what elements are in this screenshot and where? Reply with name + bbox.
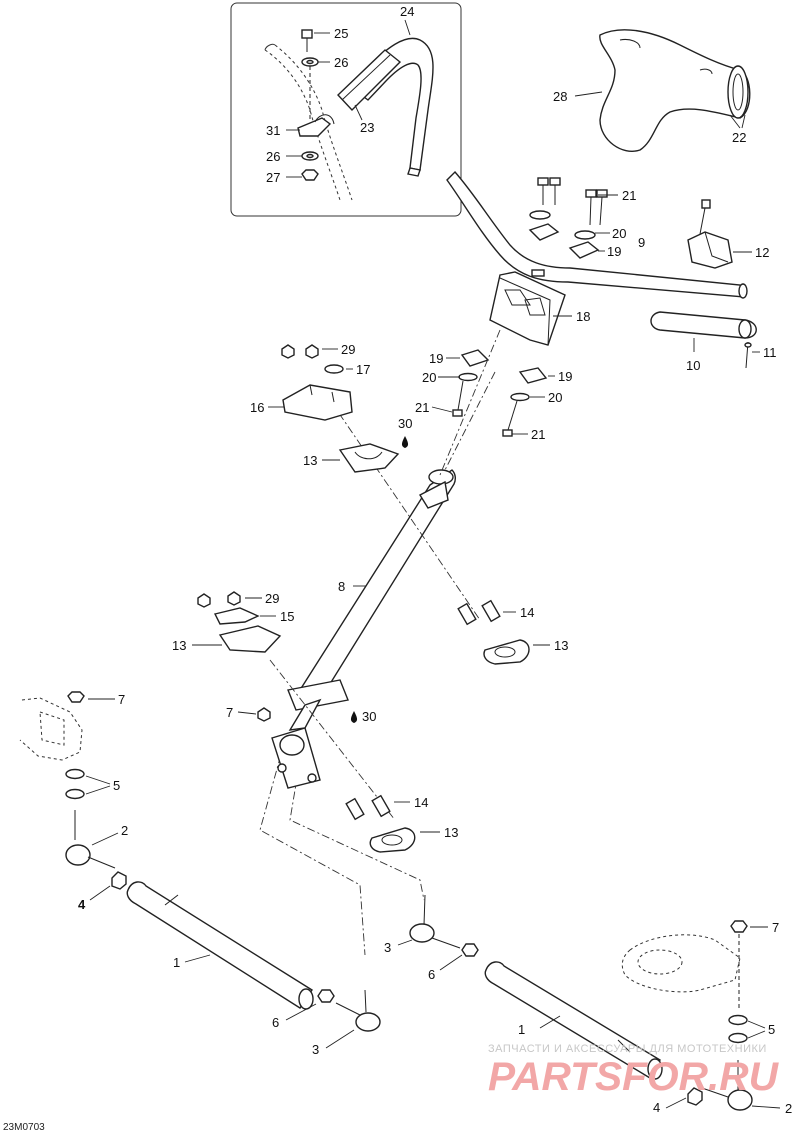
left-tie-rod-stack <box>19 691 127 901</box>
callout-23: 23 <box>360 120 374 135</box>
callout-4-left: 4 <box>78 897 86 912</box>
callout-30-top: 30 <box>398 416 412 431</box>
callout-26-bottom: 26 <box>266 149 280 164</box>
watermark-caption: ЗАПЧАСТИ И АКСЕССУАРЫ ДЛЯ МОТОТЕХНИКИ <box>488 1043 767 1055</box>
callout-26-top: 26 <box>334 55 348 70</box>
callout-11: 11 <box>763 345 777 360</box>
callout-13-lower: 13 <box>444 825 458 840</box>
callout-22: 22 <box>732 130 746 145</box>
callout-9: 9 <box>638 235 645 250</box>
right-tie-rod-stack <box>621 920 781 1111</box>
callout-21-top: 21 <box>622 188 636 203</box>
callout-3-mid: 3 <box>384 940 391 955</box>
callout-1-right: 1 <box>518 1022 525 1037</box>
callout-25: 25 <box>334 26 348 41</box>
callout-20-top: 20 <box>612 226 626 241</box>
callout-13-left: 13 <box>172 638 186 653</box>
watermark: ЗАПЧАСТИ И АКСЕССУАРЫ ДЛЯ МОТОТЕХНИКИ PA… <box>488 1043 779 1099</box>
callout-19-left: 19 <box>429 351 443 366</box>
callout-labels: 24 25 26 23 31 26 27 28 22 21 20 19 9 12… <box>78 4 792 1116</box>
callout-7-right: 7 <box>772 920 779 935</box>
callout-6-mid: 6 <box>428 967 435 982</box>
callout-13-right: 13 <box>554 638 568 653</box>
callout-20-right: 20 <box>548 390 562 405</box>
callout-8: 8 <box>338 579 345 594</box>
control-housing <box>687 199 752 269</box>
callout-29-top: 29 <box>341 342 355 357</box>
callout-10: 10 <box>686 358 700 373</box>
callout-2-left: 2 <box>121 823 128 838</box>
callout-28: 28 <box>553 89 567 104</box>
callout-7-mid: 7 <box>226 705 233 720</box>
upper-clamp <box>431 177 618 437</box>
watermark-brand: PARTSFOR.RU <box>488 1055 779 1099</box>
callout-12: 12 <box>755 245 769 260</box>
callout-21-right: 21 <box>531 427 545 442</box>
handguard <box>574 29 751 152</box>
callout-1-left: 1 <box>173 955 180 970</box>
callout-19-right: 19 <box>558 369 572 384</box>
left-upper-support <box>268 344 409 473</box>
callout-14-upper: 14 <box>520 605 534 620</box>
middle-tie-rod-end <box>397 894 479 971</box>
callout-3-left: 3 <box>312 1042 319 1057</box>
left-tie-rod <box>126 881 381 1049</box>
callout-29-bottom: 29 <box>265 591 279 606</box>
callout-5-right: 5 <box>768 1022 775 1037</box>
reference-code: 23M0703 <box>3 1122 45 1133</box>
grip <box>650 311 760 369</box>
callout-18: 18 <box>576 309 590 324</box>
callout-7-left: 7 <box>118 692 125 707</box>
callout-19-top: 19 <box>607 244 621 259</box>
callout-6-left: 6 <box>272 1015 279 1030</box>
detail-inset <box>230 2 462 217</box>
right-tie-rod <box>484 961 663 1080</box>
callout-17: 17 <box>356 362 370 377</box>
callout-15: 15 <box>280 609 294 624</box>
callout-27: 27 <box>266 170 280 185</box>
callout-2-right: 2 <box>785 1101 792 1116</box>
callout-20-left: 20 <box>422 370 436 385</box>
callout-16: 16 <box>250 400 264 415</box>
callout-30-bottom: 30 <box>362 709 376 724</box>
handlebar <box>446 170 748 299</box>
callout-21-left: 21 <box>415 400 429 415</box>
callout-13-upper: 13 <box>303 453 317 468</box>
callout-4-right: 4 <box>653 1100 660 1115</box>
cross-tube <box>192 591 550 853</box>
steering-column <box>259 329 501 956</box>
callout-31: 31 <box>266 123 280 138</box>
callout-5-left: 5 <box>113 778 120 793</box>
callout-24: 24 <box>400 4 414 19</box>
callout-14-lower: 14 <box>414 795 428 810</box>
